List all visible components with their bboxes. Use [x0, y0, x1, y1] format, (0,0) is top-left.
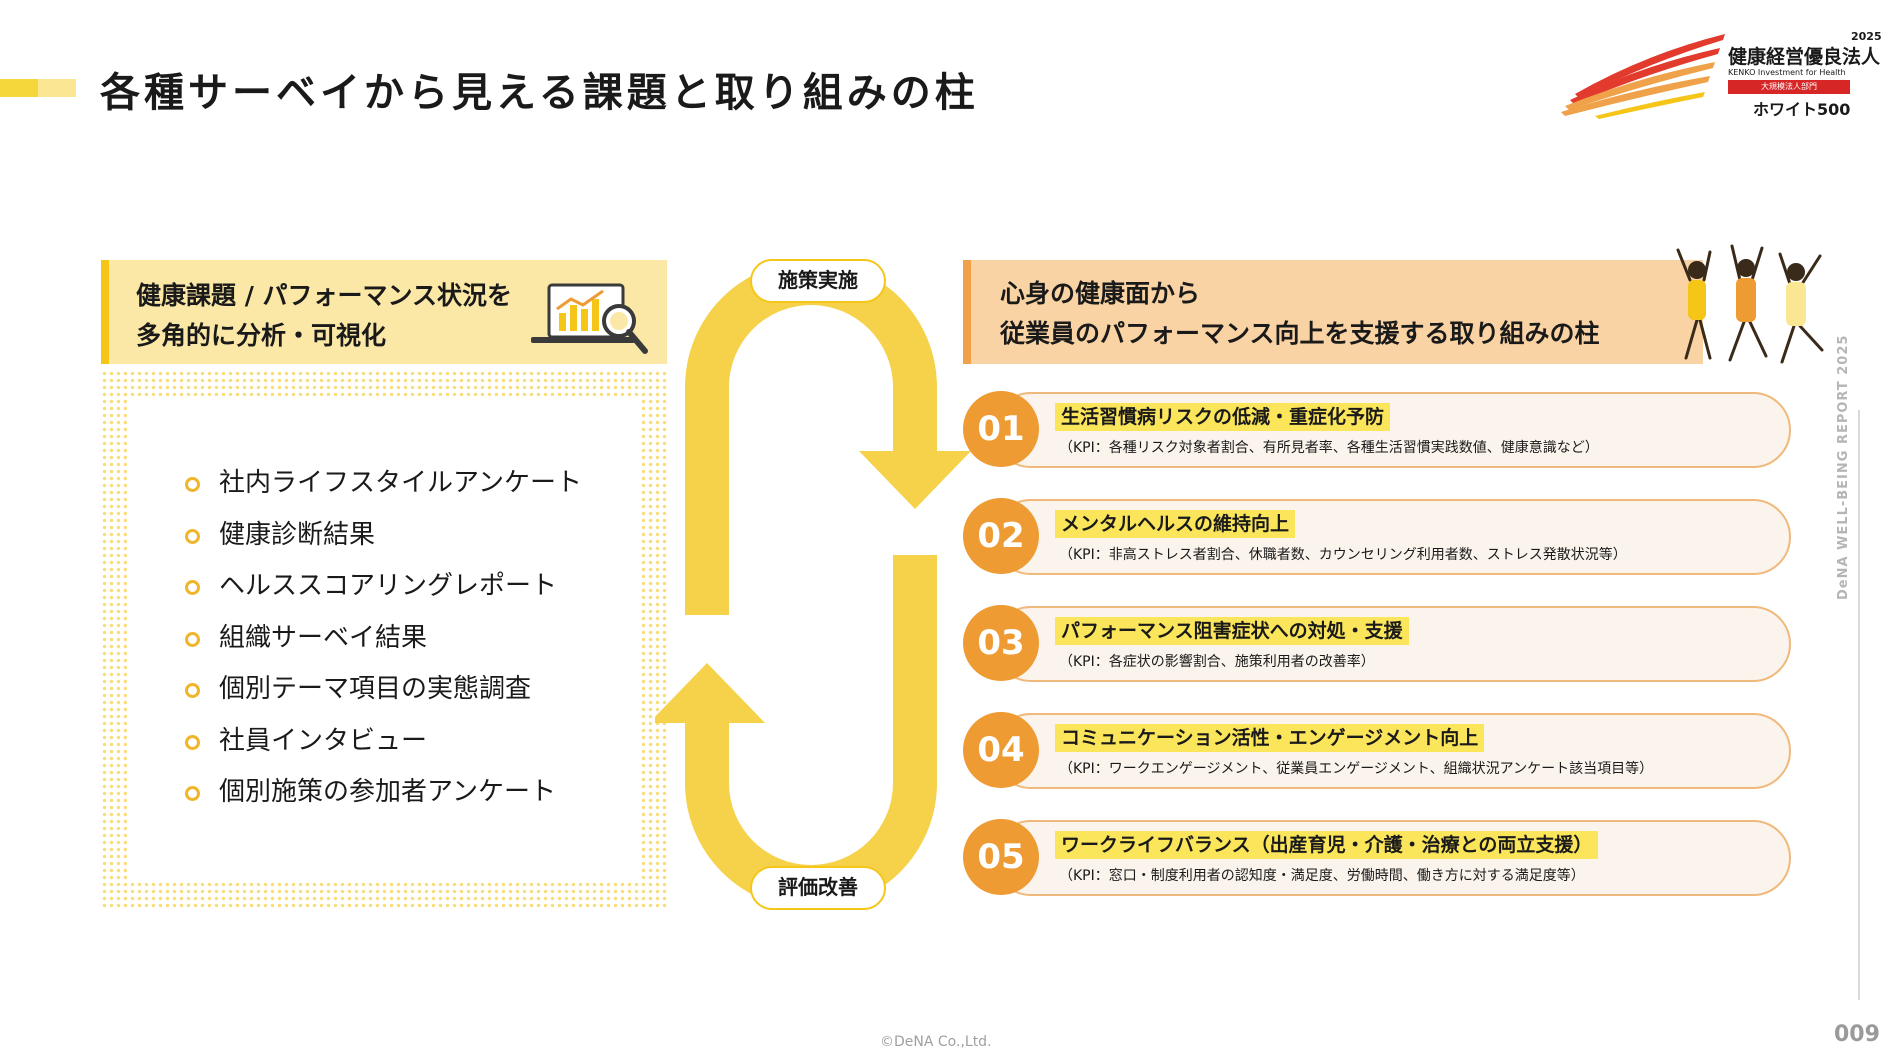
pillar-05: 05 ワークライフバランス（出産育児・介護・治療との両立支援） （KPI：窓口・…: [963, 819, 1791, 896]
badge-english: KENKO Investment for Health: [1728, 68, 1846, 77]
cycle-arrow-top: [685, 261, 971, 615]
pillar-number: 03: [963, 605, 1039, 681]
pillar-title: ワークライフバランス（出産育児・介護・治療との両立支援）: [1055, 831, 1599, 859]
pillars-heading-line2: 従業員のパフォーマンス向上を支援する取り組みの柱: [1000, 319, 1600, 348]
pillar-04: 04 コミュニケーション活性・エンゲージメント向上 （KPI：ワークエンゲージメ…: [963, 712, 1791, 789]
bullet-circle-icon: [185, 528, 200, 544]
cycle-arrow-bottom: [655, 555, 937, 909]
cycle-label-implement: 施策実施: [750, 259, 886, 303]
badge-tier: ホワイト500: [1753, 100, 1851, 119]
pillar-title: 生活習慣病リスクの低減・重症化予防: [1055, 403, 1391, 431]
page-title: 各種サーベイから見える課題と取り組みの柱: [100, 70, 979, 116]
bullet-circle-icon: [185, 580, 200, 595]
list-item: ヘルススコアリングレポート: [185, 561, 582, 613]
bullet-circle-icon: [185, 786, 200, 801]
page-number: 009: [1834, 1020, 1880, 1049]
pillar-number: 04: [963, 712, 1039, 788]
bullet-circle-icon: [185, 734, 200, 750]
pillar-title: メンタルヘルスの維持向上: [1055, 510, 1296, 538]
badge-stripes-icon: [1561, 34, 1725, 119]
pillars-heading-box: [963, 260, 1703, 364]
pillar-kpi: （KPI：ワークエンゲージメント、従業員エンゲージメント、組織状況アンケート該当…: [1059, 761, 1654, 777]
list-item: 組織サーベイ結果: [185, 613, 582, 665]
report-name-vertical: DeNA WELL-BEING REPORT 2025: [1836, 334, 1851, 600]
health-management-badge: 2025 健康経営優良法人 KENKO Investment for Healt…: [1555, 24, 1882, 124]
pillar-title: コミュニケーション活性・エンゲージメント向上: [1055, 724, 1485, 752]
pillar-01: 01 生活習慣病リスクの低減・重症化予防 （KPI：各種リスク対象者割合、有所見…: [963, 391, 1791, 468]
pdca-cycle-arrows: [655, 261, 971, 909]
copyright: ©DeNA Co.,Ltd.: [880, 1034, 992, 1050]
title-accent-bar-light: [38, 79, 76, 97]
analysis-heading-line2: 多角的に分析・可視化: [136, 321, 387, 350]
pillars-heading: 心身の健康面から 従業員のパフォーマンス向上を支援する取り組みの柱: [1000, 274, 1600, 354]
list-item: 健康診断結果: [185, 510, 582, 562]
analysis-heading: 健康課題 / パフォーマンス状況を 多角的に分析・可視化: [136, 276, 512, 356]
title-accent-bar: [0, 79, 38, 97]
pillar-kpi: （KPI：窓口・制度利用者の認知度・満足度、労働時間、働き方に対する満足度等）: [1059, 868, 1585, 884]
badge-year: 2025: [1851, 30, 1882, 43]
pillars-heading-line1: 心身の健康面から: [1000, 279, 1201, 308]
pillar-kpi: （KPI：非高ストレス者割合、休職者数、カウンセリング利用者数、ストレス発散状況…: [1059, 547, 1627, 563]
pillar-kpi: （KPI：各症状の影響割合、施策利用者の改善率）: [1059, 654, 1375, 670]
pillar-number: 02: [963, 498, 1039, 574]
analysis-heading-line1: 健康課題 / パフォーマンス状況を: [136, 281, 513, 310]
laptop-chart-magnifier-icon: [531, 283, 648, 354]
survey-list-box: [127, 396, 641, 882]
list-item: 社内ライフスタイルアンケート: [185, 458, 582, 510]
bullet-circle-icon: [185, 631, 200, 647]
pillar-02: 02 メンタルヘルスの維持向上 （KPI：非高ストレス者割合、休職者数、カウンセ…: [963, 498, 1791, 575]
badge-name: 健康経営優良法人: [1728, 46, 1881, 68]
list-item: 個別施策の参加者アンケート: [185, 767, 582, 819]
list-item: 個別テーマ項目の実態調査: [185, 664, 582, 716]
bullet-circle-icon: [185, 477, 200, 492]
pillar-03: 03 パフォーマンス阻害症状への対処・支援 （KPI：各症状の影響割合、施策利用…: [963, 605, 1791, 682]
cycle-label-evaluate: 評価改善: [750, 866, 886, 910]
pillar-number: 05: [963, 819, 1039, 895]
list-item: 社員インタビュー: [185, 716, 582, 768]
pillar-title: パフォーマンス阻害症状への対処・支援: [1055, 617, 1409, 645]
pillar-kpi: （KPI：各種リスク対象者割合、有所見者率、各種生活習慣実践数値、健康意識など）: [1059, 440, 1599, 456]
badge-category: 大規模法人部門: [1728, 80, 1850, 94]
cheering-people-icon: [1676, 244, 1824, 364]
pillar-number: 01: [963, 391, 1039, 467]
survey-list: 社内ライフスタイルアンケート 健康診断結果 ヘルススコアリングレポート 組織サー…: [185, 458, 582, 819]
bullet-circle-icon: [185, 683, 200, 698]
side-divider: [1858, 410, 1860, 1000]
